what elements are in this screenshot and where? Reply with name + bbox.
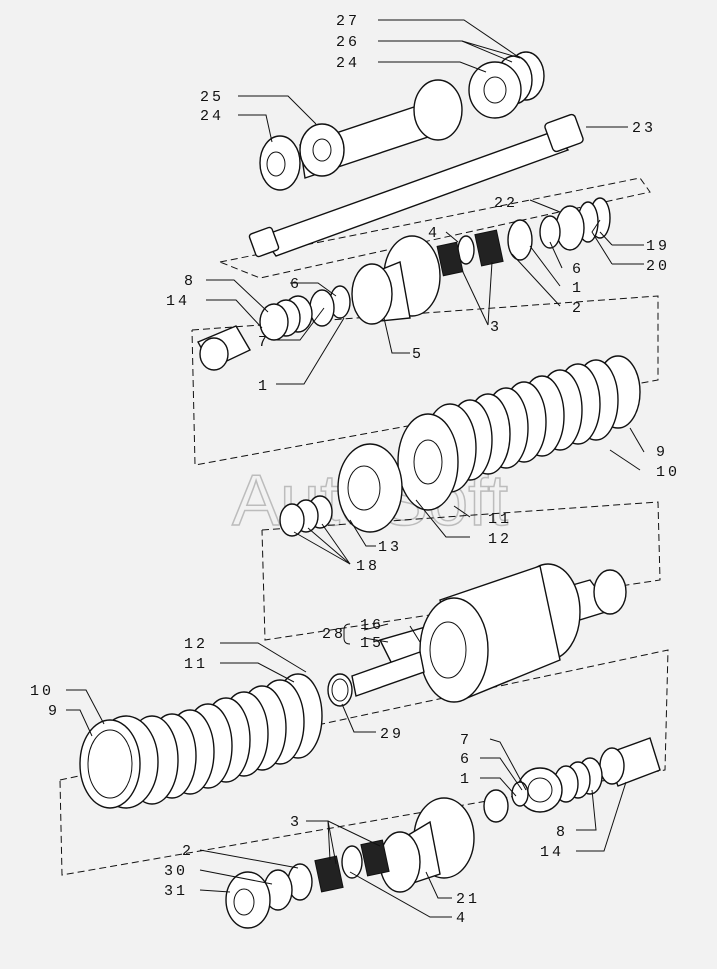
label-27: 27 [336, 13, 360, 30]
label-14: 14 [166, 293, 190, 310]
label-1: 1 [460, 771, 472, 788]
label-20: 20 [646, 258, 670, 275]
label-3: 3 [490, 319, 502, 336]
upper-drive-gear [351, 235, 441, 325]
label-22: 22 [494, 195, 518, 212]
label-7: 7 [258, 334, 270, 351]
label-5: 5 [412, 346, 424, 363]
label-25: 25 [200, 89, 224, 106]
shaft-snap-ring [327, 673, 353, 707]
assembly-boundary-lower [261, 501, 661, 641]
assembly-boundary-middle [191, 295, 659, 466]
middle-clutch-pack [397, 355, 641, 511]
cluster-gear-shaft [299, 79, 463, 179]
label-16: 16 [360, 617, 384, 634]
upper-needle-bearings [436, 219, 533, 277]
label-4: 4 [428, 225, 440, 242]
upper-piston [197, 325, 251, 371]
lower-needle-bearings [263, 839, 390, 911]
leader-lines [66, 19, 645, 918]
label-6: 6 [290, 276, 302, 293]
label-2: 2 [182, 843, 194, 860]
label-23: 23 [632, 120, 656, 137]
label-15: 15 [360, 635, 384, 652]
label-6: 6 [460, 751, 472, 768]
label-18: 18 [356, 558, 380, 575]
front-bearing [259, 135, 301, 191]
clutch-drum-shaft [351, 563, 627, 703]
label-29: 29 [380, 726, 404, 743]
label-12: 12 [488, 531, 512, 548]
lower-piston-group [483, 737, 661, 823]
label-7: 7 [460, 732, 472, 749]
label-19: 19 [646, 238, 670, 255]
label-24: 24 [200, 108, 224, 125]
middle-pressure-plate [337, 443, 403, 533]
label-8: 8 [556, 824, 568, 841]
label-13: 13 [378, 539, 402, 556]
label-11: 11 [488, 511, 512, 528]
long-shaft [248, 113, 584, 258]
label-10: 10 [656, 464, 680, 481]
lower-drive-gear [379, 797, 475, 893]
middle-springs [279, 495, 333, 537]
label-1: 1 [258, 378, 270, 395]
label-10: 10 [30, 683, 54, 700]
top-bearing-stack [468, 51, 545, 119]
label-12: 12 [184, 636, 208, 653]
label-31: 31 [164, 883, 188, 900]
part-labels: 27 26 24 25 24 23 22 4 8 14 6 19 6 20 1 … [30, 13, 680, 927]
label-11: 11 [184, 656, 208, 673]
label-9: 9 [656, 444, 668, 461]
label-1: 1 [572, 280, 584, 297]
group-brace-28 [343, 623, 351, 645]
upper-springs [259, 285, 351, 341]
label-21: 21 [456, 891, 480, 908]
label-8: 8 [184, 273, 196, 290]
label-30: 30 [164, 863, 188, 880]
label-6: 6 [572, 261, 584, 278]
label-28: 28 [322, 626, 346, 643]
label-24: 24 [336, 55, 360, 72]
label-2: 2 [572, 300, 584, 317]
label-3: 3 [290, 814, 302, 831]
assembly-boundary-upper [219, 177, 651, 279]
assembly-boundary-bottom [59, 649, 669, 876]
lower-clutch-pack [79, 673, 323, 809]
label-14: 14 [540, 844, 564, 861]
lower-bearing [225, 871, 271, 929]
label-4: 4 [456, 910, 468, 927]
label-9: 9 [48, 703, 60, 720]
label-26: 26 [336, 34, 360, 51]
